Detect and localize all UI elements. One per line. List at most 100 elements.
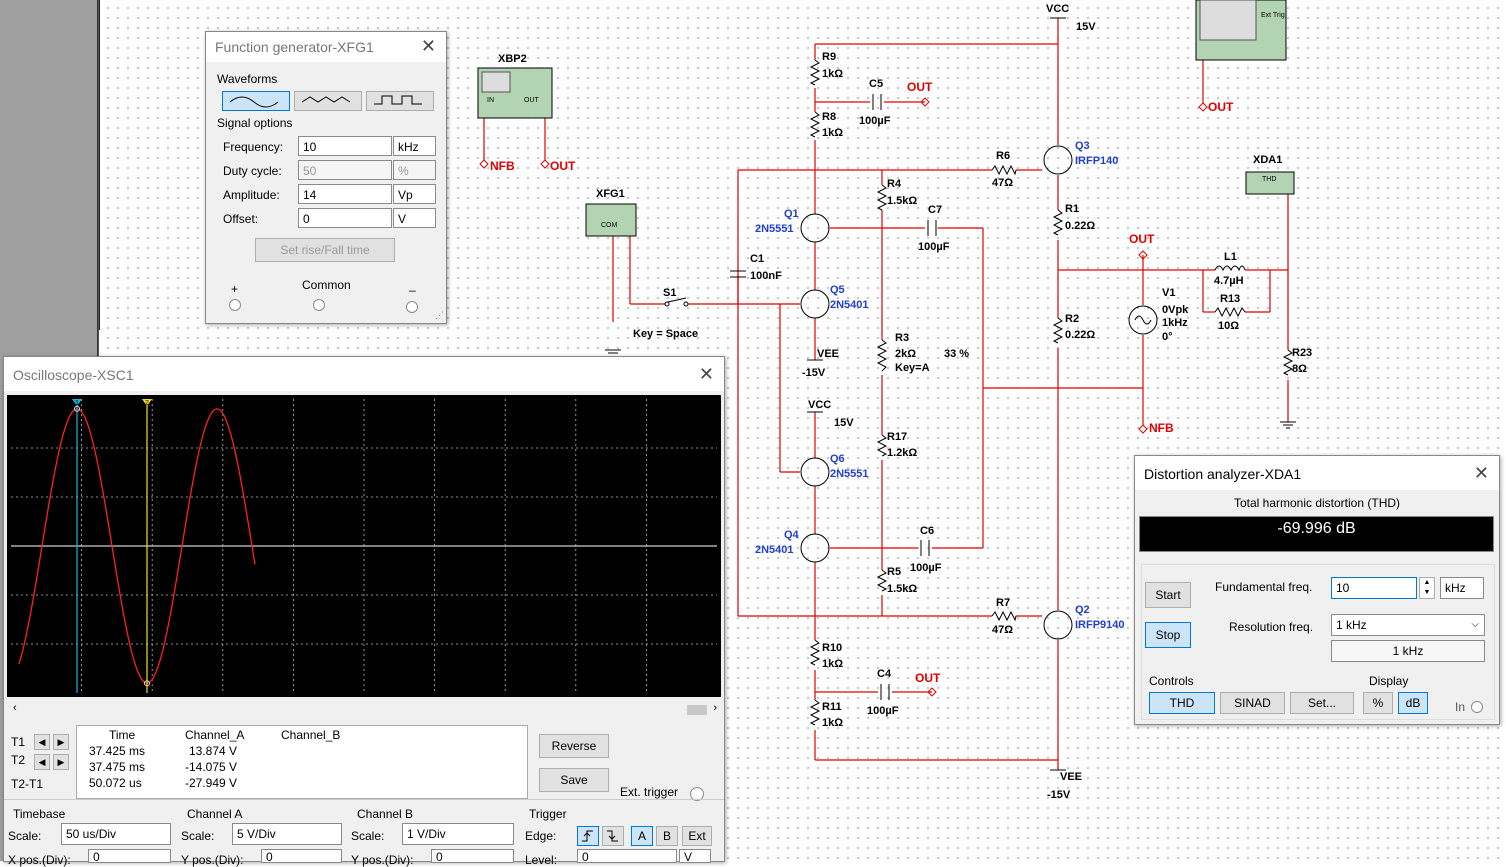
distortion-analyzer-titlebar[interactable]: Distortion analyzer-XDA1 ✕ xyxy=(1135,456,1499,490)
oscilloscope-title: Oscilloscope-XSC1 xyxy=(13,367,134,383)
plus-terminal[interactable] xyxy=(229,299,241,311)
amplitude-label: Amplitude: xyxy=(223,188,280,202)
scroll-left-icon[interactable]: ‹ xyxy=(13,702,17,714)
svg-text:OUT: OUT xyxy=(1129,232,1155,246)
trigger-a-button[interactable]: A xyxy=(631,826,653,846)
t2-right-arrow-icon[interactable]: ▶ xyxy=(53,754,69,770)
function-generator-titlebar[interactable]: Function generator-XFG1 ✕ xyxy=(206,32,446,62)
function-generator-title: Function generator-XFG1 xyxy=(215,39,374,55)
offset-unit[interactable]: V xyxy=(393,208,436,228)
channel-b-scale-input[interactable]: 1 V/Div xyxy=(402,823,514,845)
save-button[interactable]: Save xyxy=(539,768,609,792)
trigger-label: Trigger xyxy=(529,807,567,821)
frequency-label: Frequency: xyxy=(223,140,284,154)
timebase-scale-input[interactable]: 50 us/Div xyxy=(61,823,171,845)
svg-text:R6: R6 xyxy=(996,150,1010,162)
channel-a-scale-input[interactable]: 5 V/Div xyxy=(232,823,342,845)
percent-button[interactable]: % xyxy=(1363,692,1393,714)
channel-a-header: Channel_A xyxy=(185,728,245,742)
settings-strip xyxy=(4,799,724,800)
oscilloscope-titlebar[interactable]: Oscilloscope-XSC1 ✕ xyxy=(4,357,724,391)
svg-text:R3: R3 xyxy=(895,332,909,344)
function-generator-window[interactable]: Function generator-XFG1 ✕ Waveforms Sign… xyxy=(205,31,447,324)
svg-text:IRFP9140: IRFP9140 xyxy=(1075,619,1125,631)
scroll-right-icon[interactable]: › xyxy=(713,702,717,714)
duty-cycle-unit[interactable]: % xyxy=(393,160,436,180)
falling-edge-button[interactable] xyxy=(602,826,624,846)
svg-text:C1: C1 xyxy=(750,253,764,265)
sinad-button[interactable]: SINAD xyxy=(1220,692,1285,714)
trigger-level-unit[interactable]: V xyxy=(679,849,711,864)
trigger-ext-button[interactable]: Ext xyxy=(682,826,712,846)
ext-trigger-terminal[interactable] xyxy=(690,787,704,801)
minus-terminal[interactable] xyxy=(406,301,418,313)
resolution-freq-select[interactable]: 1 kHz ⌵ xyxy=(1331,614,1485,636)
set-rise-fall-button[interactable]: Set rise/Fall time xyxy=(255,238,395,262)
svg-text:2N5401: 2N5401 xyxy=(830,299,869,311)
chevron-down-icon: ⌵ xyxy=(1471,619,1479,630)
svg-text:R7: R7 xyxy=(996,597,1010,609)
distortion-analyzer-window[interactable]: Distortion analyzer-XDA1 ✕ Total harmoni… xyxy=(1134,455,1500,725)
close-icon[interactable]: ✕ xyxy=(698,364,714,384)
sine-wave-icon xyxy=(229,96,279,108)
svg-text:R11: R11 xyxy=(822,701,842,713)
close-icon[interactable]: ✕ xyxy=(1473,463,1489,483)
svg-text:2N5551: 2N5551 xyxy=(755,223,794,235)
fundamental-freq-input[interactable]: 10 xyxy=(1331,577,1417,599)
svg-text:47Ω: 47Ω xyxy=(992,177,1013,189)
square-wave-icon xyxy=(374,95,422,105)
svg-text:R23: R23 xyxy=(1292,347,1312,359)
minus-terminal-label: _ xyxy=(409,278,416,292)
thd-button[interactable]: THD xyxy=(1149,692,1215,714)
cursor-readout-table: Time Channel_A Channel_B 37.425 ms 13.87… xyxy=(76,725,528,799)
common-terminal[interactable] xyxy=(313,299,325,311)
rising-edge-button[interactable] xyxy=(577,826,599,846)
svg-text:R1: R1 xyxy=(1065,203,1079,215)
scope-horizontal-scrollbar[interactable]: ‹ › xyxy=(7,702,721,717)
thd-header: Total harmonic distortion (THD) xyxy=(1233,496,1401,510)
square-wave-button[interactable] xyxy=(366,91,434,111)
oscilloscope-window[interactable]: Oscilloscope-XSC1 ✕ 1 2 ‹ › T1 T2 T2-T1 … xyxy=(3,356,725,867)
reverse-button[interactable]: Reverse xyxy=(539,734,609,758)
scope-screen[interactable]: 1 2 xyxy=(11,399,717,693)
scroll-thumb[interactable] xyxy=(687,705,707,715)
svg-text:OUT: OUT xyxy=(550,159,576,173)
t1-left-arrow-icon[interactable]: ◀ xyxy=(34,734,50,750)
set-button[interactable]: Set... xyxy=(1290,692,1354,714)
rising-edge-icon xyxy=(582,830,593,842)
offset-input[interactable]: 0 xyxy=(298,208,392,228)
fundamental-freq-unit[interactable]: kHz xyxy=(1440,577,1484,599)
sine-wave-button[interactable] xyxy=(222,91,290,111)
svg-text:R13: R13 xyxy=(1220,293,1240,305)
svg-text:IN: IN xyxy=(487,97,494,104)
db-button[interactable]: dB xyxy=(1398,692,1428,714)
triangle-wave-icon xyxy=(301,96,351,103)
frequency-unit[interactable]: kHz xyxy=(393,136,436,156)
triangle-wave-button[interactable] xyxy=(294,91,362,111)
stop-button[interactable]: Stop xyxy=(1145,622,1191,648)
close-icon[interactable]: ✕ xyxy=(420,36,436,56)
amplitude-unit[interactable]: Vp xyxy=(393,184,436,204)
svg-text:NFB: NFB xyxy=(1149,421,1174,435)
svg-text:Q3: Q3 xyxy=(1075,140,1090,152)
channel-a-trace xyxy=(18,408,256,684)
frequency-input[interactable]: 10 xyxy=(298,136,392,156)
vee-q5-name: VEE xyxy=(817,348,839,360)
input-terminal[interactable] xyxy=(1471,701,1483,713)
amplitude-input[interactable]: 14 xyxy=(298,184,392,204)
cursor-intersection-marker xyxy=(144,680,150,687)
trigger-b-button[interactable]: B xyxy=(656,826,678,846)
cursor-2-handle[interactable] xyxy=(142,399,152,406)
time-header: Time xyxy=(109,728,136,742)
t1-right-arrow-icon[interactable]: ▶ xyxy=(53,734,69,750)
svg-text:R2: R2 xyxy=(1065,313,1079,325)
resize-grip-icon[interactable]: ⋰ xyxy=(435,310,444,320)
t2-left-arrow-icon[interactable]: ◀ xyxy=(34,754,50,770)
duty-cycle-input[interactable]: 50 xyxy=(298,160,392,180)
svg-text:100µF: 100µF xyxy=(867,705,899,717)
start-button[interactable]: Start xyxy=(1145,582,1191,608)
cursor-1-handle[interactable] xyxy=(72,399,82,406)
svg-text:4.7µH: 4.7µH xyxy=(1214,275,1244,287)
fundamental-freq-spinner[interactable]: ▲▼ xyxy=(1419,577,1435,599)
